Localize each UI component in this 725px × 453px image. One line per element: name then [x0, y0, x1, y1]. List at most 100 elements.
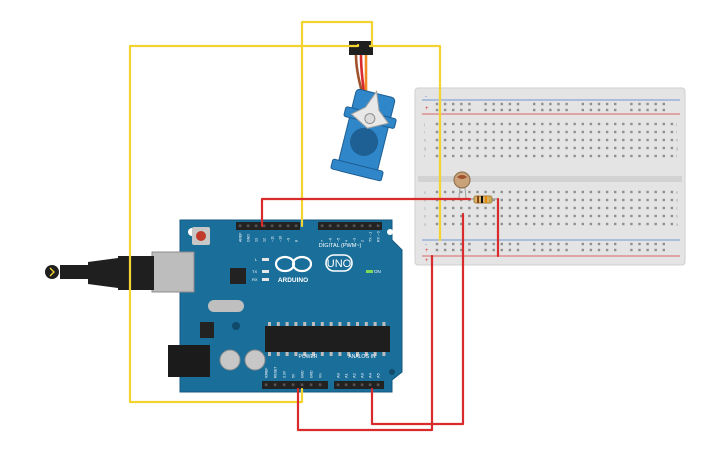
breadboard-hole[interactable]: [573, 222, 576, 226]
breadboard-rail-hole[interactable]: [443, 242, 447, 246]
breadboard-hole[interactable]: [654, 206, 657, 210]
breadboard-hole[interactable]: [435, 130, 439, 134]
breadboard-hole[interactable]: [476, 122, 479, 126]
breadboard-rail-hole[interactable]: [492, 108, 495, 112]
breadboard-hole[interactable]: [670, 198, 674, 202]
breadboard-rail-hole[interactable]: [614, 248, 617, 252]
breadboard-hole[interactable]: [516, 138, 520, 142]
wire-red-sensor[interactable]: [260, 197, 472, 228]
breadboard-hole[interactable]: [508, 138, 512, 142]
servo-horn[interactable]: [349, 87, 395, 133]
breadboard-hole[interactable]: [605, 138, 609, 142]
breadboard-hole[interactable]: [460, 222, 463, 226]
breadboard-rail-hole[interactable]: [443, 108, 447, 112]
breadboard-hole[interactable]: [622, 154, 625, 158]
breadboard-hole[interactable]: [500, 130, 503, 134]
breadboard-hole[interactable]: [541, 130, 544, 134]
breadboard-hole[interactable]: [597, 146, 601, 150]
digital-pin-socket[interactable]: [336, 224, 340, 228]
breadboard-hole[interactable]: [565, 146, 568, 150]
wire-yellow-rail[interactable]: [368, 44, 442, 242]
breadboard-hole[interactable]: [573, 206, 576, 210]
breadboard-hole[interactable]: [484, 146, 487, 150]
breadboard-hole[interactable]: [516, 206, 520, 210]
breadboard-hole[interactable]: [533, 214, 536, 218]
breadboard-hole[interactable]: [468, 190, 471, 194]
breadboard-hole[interactable]: [508, 222, 512, 226]
breadboard-hole[interactable]: [549, 154, 552, 158]
breadboard-rail-hole[interactable]: [605, 248, 609, 252]
breadboard-hole[interactable]: [630, 214, 633, 218]
breadboard-hole[interactable]: [508, 190, 512, 194]
breadboard-rail-hole[interactable]: [533, 248, 536, 252]
breadboard-hole[interactable]: [500, 222, 503, 226]
breadboard-hole[interactable]: [565, 214, 568, 218]
breadboard-hole[interactable]: [589, 206, 593, 210]
breadboard-hole[interactable]: [605, 198, 609, 202]
usb-cable-icon[interactable]: [45, 256, 154, 290]
breadboard-hole[interactable]: [662, 146, 665, 150]
breadboard-rail-hole[interactable]: [557, 248, 560, 252]
breadboard-hole[interactable]: [468, 154, 471, 158]
breadboard-rail-hole[interactable]: [589, 248, 593, 252]
breadboard-hole[interactable]: [605, 122, 609, 126]
breadboard-hole[interactable]: [557, 198, 560, 202]
breadboard-rail-hole[interactable]: [605, 108, 609, 112]
breadboard-hole[interactable]: [492, 198, 495, 202]
power-header[interactable]: [262, 381, 328, 389]
breadboard-hole[interactable]: [492, 146, 495, 150]
breadboard-rail-hole[interactable]: [565, 242, 568, 246]
breadboard-hole[interactable]: [500, 214, 503, 218]
breadboard-rail-hole[interactable]: [468, 248, 471, 252]
breadboard-hole[interactable]: [573, 130, 576, 134]
breadboard-hole[interactable]: [508, 206, 512, 210]
breadboard-hole[interactable]: [638, 206, 641, 210]
breadboard-rail-hole[interactable]: [500, 108, 503, 112]
breadboard-hole[interactable]: [614, 122, 617, 126]
breadboard-hole[interactable]: [460, 138, 463, 142]
breadboard-rail-hole[interactable]: [581, 242, 584, 246]
breadboard-hole[interactable]: [541, 138, 544, 142]
breadboard-rail-hole[interactable]: [565, 102, 568, 106]
breadboard-rail-hole[interactable]: [452, 248, 455, 252]
breadboard-hole[interactable]: [484, 154, 487, 158]
breadboard-rail-hole[interactable]: [654, 108, 657, 112]
breadboard-rail-hole[interactable]: [516, 242, 520, 246]
breadboard-hole[interactable]: [541, 206, 544, 210]
breadboard-hole[interactable]: [516, 198, 520, 202]
breadboard-rail-hole[interactable]: [662, 248, 665, 252]
breadboard-hole[interactable]: [654, 146, 657, 150]
breadboard-hole[interactable]: [500, 198, 503, 202]
digital-pin-socket[interactable]: [278, 224, 282, 228]
breadboard-rail-hole[interactable]: [500, 248, 503, 252]
breadboard-hole[interactable]: [476, 190, 479, 194]
breadboard-rail-hole[interactable]: [638, 102, 641, 106]
digital-pin-socket[interactable]: [344, 224, 348, 228]
breadboard-hole[interactable]: [565, 222, 568, 226]
breadboard-hole[interactable]: [524, 138, 528, 142]
breadboard-hole[interactable]: [614, 190, 617, 194]
breadboard-hole[interactable]: [452, 130, 455, 134]
analog-pin-socket[interactable]: [368, 383, 372, 387]
breadboard-hole[interactable]: [541, 122, 544, 126]
breadboard-hole[interactable]: [549, 214, 552, 218]
breadboard-hole[interactable]: [468, 214, 471, 218]
analog-pin-socket[interactable]: [344, 383, 348, 387]
breadboard-hole[interactable]: [622, 222, 625, 226]
breadboard-hole[interactable]: [597, 154, 601, 158]
breadboard-hole[interactable]: [630, 206, 633, 210]
breadboard-rail-hole[interactable]: [452, 102, 455, 106]
breadboard-rail-hole[interactable]: [638, 108, 641, 112]
analog-header[interactable]: [334, 381, 384, 389]
digital-pin-socket[interactable]: [368, 224, 372, 228]
breadboard-hole[interactable]: [581, 190, 584, 194]
breadboard-hole[interactable]: [500, 154, 503, 158]
digital-pin-socket[interactable]: [320, 224, 324, 228]
breadboard-hole[interactable]: [435, 222, 439, 226]
breadboard-rail-hole[interactable]: [516, 102, 520, 106]
breadboard-hole[interactable]: [581, 198, 584, 202]
breadboard-hole[interactable]: [557, 190, 560, 194]
breadboard-rail-hole[interactable]: [468, 108, 471, 112]
digital-header-right[interactable]: [318, 222, 382, 230]
breadboard-hole[interactable]: [484, 122, 487, 126]
